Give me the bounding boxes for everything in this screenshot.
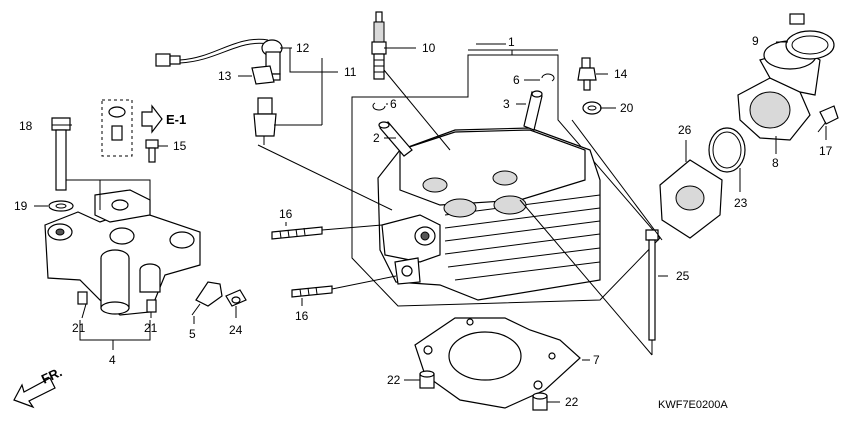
- valve-guide-3: [523, 90, 543, 131]
- bolt-17: [817, 105, 839, 133]
- part-label-8: 8: [772, 156, 779, 170]
- part-label-16a: 16: [279, 207, 293, 221]
- part-label-17: 17: [819, 144, 833, 158]
- insulator-26: [659, 159, 723, 239]
- spark-plug: [371, 11, 387, 80]
- dowel-22-left: [419, 370, 435, 389]
- o-ring-23: [708, 127, 746, 173]
- part-label-26: 26: [678, 123, 692, 137]
- sensor-14: [577, 57, 597, 91]
- head-gasket: [414, 317, 581, 409]
- part-label-19: 19: [14, 199, 28, 213]
- reference-label: E-1: [166, 112, 186, 127]
- dowel-21-left: [77, 291, 88, 305]
- part-label-9: 9: [752, 34, 759, 48]
- clip-6-left: [372, 102, 386, 111]
- front-arrow: [13, 377, 56, 409]
- resistor-cap: [253, 97, 277, 145]
- bolt-25: [645, 229, 659, 341]
- valve-guide-2: [378, 121, 413, 157]
- cylinder-head: [377, 127, 601, 301]
- part-label-25: 25: [676, 269, 690, 283]
- part-label-16b: 16: [295, 309, 309, 323]
- rocker-arm-holder: [44, 189, 201, 316]
- front-label: FR.: [39, 364, 64, 386]
- part-label-24: 24: [229, 323, 243, 337]
- part-label-22a: 22: [387, 373, 401, 387]
- clip-6-right: [541, 73, 555, 82]
- part-label-21a: 21: [72, 321, 86, 335]
- plate-5: [191, 281, 223, 316]
- part-label-15: 15: [173, 139, 187, 153]
- part-label-2: 2: [373, 131, 380, 145]
- dowel-21-right: [146, 299, 157, 313]
- part-label-1: 1: [508, 35, 515, 49]
- part-label-6b: 6: [513, 73, 520, 87]
- part-label-18: 18: [19, 119, 33, 133]
- part-label-7: 7: [593, 353, 600, 367]
- bolt-15: [145, 139, 159, 163]
- seal-ref: [108, 106, 126, 141]
- part-label-13: 13: [218, 69, 232, 83]
- intake-pipe-8: [737, 40, 821, 141]
- reference-arrow: [141, 104, 163, 134]
- part-label-6a: 6: [390, 97, 397, 111]
- bolt-24: [225, 289, 247, 307]
- band-9: [785, 13, 835, 60]
- ref-box: [101, 99, 133, 157]
- clamp-13: [251, 65, 275, 85]
- cylinder-head-outline: [351, 54, 661, 307]
- stud-bolt-16-lower: [291, 285, 333, 298]
- part-label-5: 5: [189, 327, 196, 341]
- part-label-4: 4: [109, 353, 116, 367]
- part-label-20: 20: [620, 101, 634, 115]
- part-label-14: 14: [614, 67, 628, 81]
- part-label-3: 3: [503, 97, 510, 111]
- dowel-22-right: [532, 392, 548, 411]
- diagram-code: KWF7E0200A: [658, 399, 728, 411]
- bolt-18: [51, 117, 71, 191]
- washer-19: [48, 200, 74, 212]
- part-label-12: 12: [296, 41, 310, 55]
- part-label-11: 11: [344, 65, 357, 79]
- part-label-10: 10: [422, 41, 436, 55]
- stud-bolt-16-upper: [271, 226, 323, 240]
- part-label-22b: 22: [565, 395, 579, 409]
- part-label-23: 23: [734, 196, 748, 210]
- part-label-21b: 21: [144, 321, 158, 335]
- washer-20: [582, 101, 602, 115]
